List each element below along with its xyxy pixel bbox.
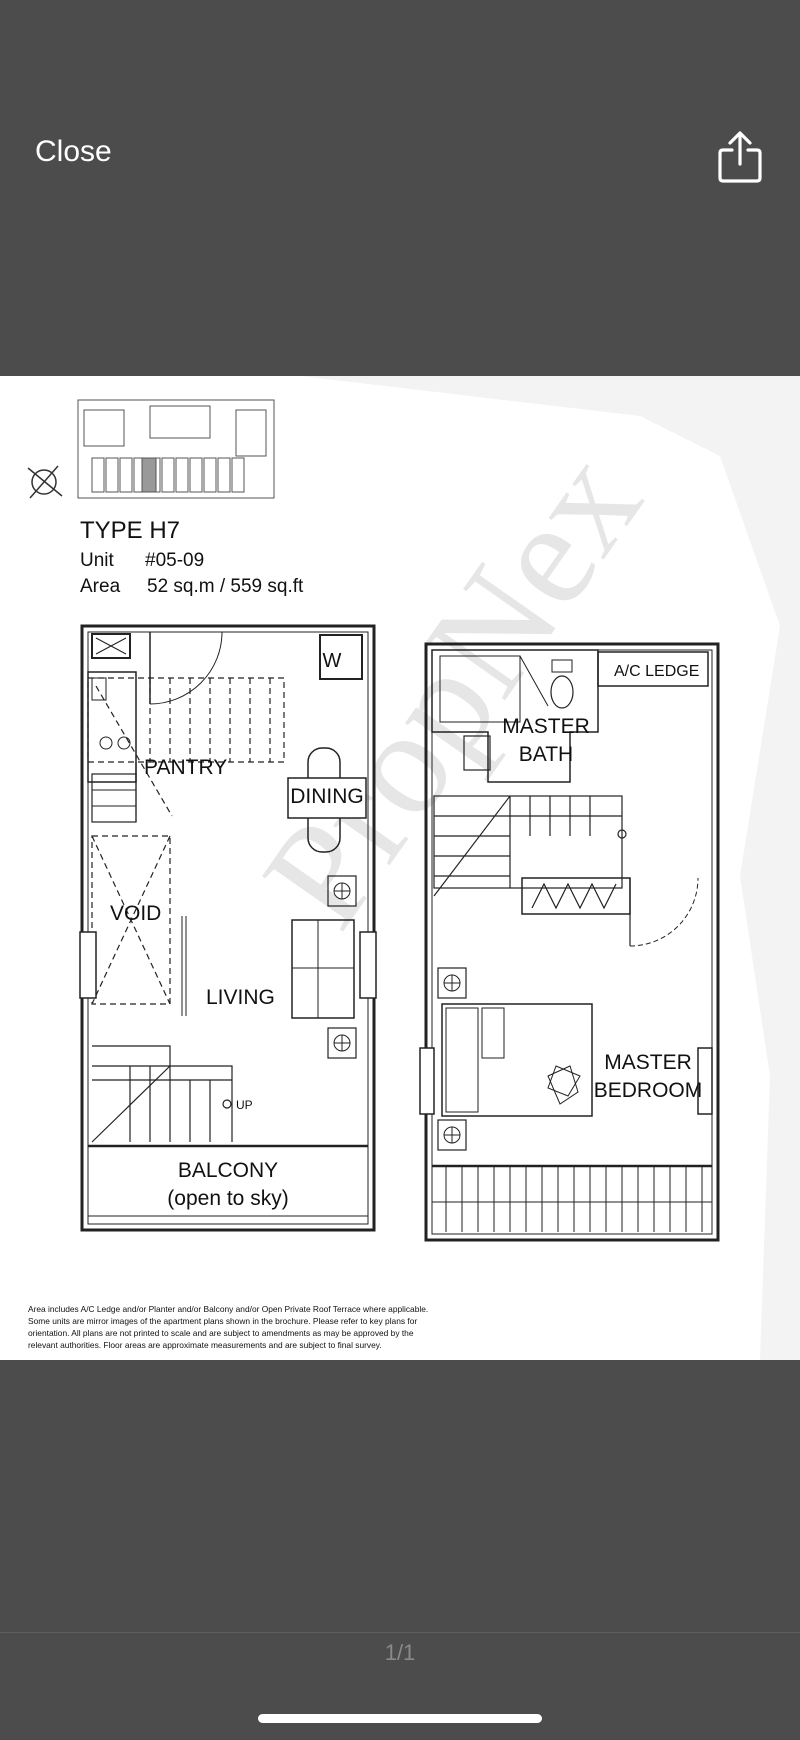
page-indicator: 1/1 xyxy=(384,1640,416,1665)
home-indicator[interactable] xyxy=(258,1714,542,1723)
room-label-pantry: PANTRY xyxy=(144,756,227,779)
unit-label: Unit xyxy=(80,550,115,571)
room-label-master-bath-line1: MASTER xyxy=(502,715,590,738)
footer-divider xyxy=(0,1632,800,1633)
area-label: Area xyxy=(80,576,121,597)
disclaimer: Area includes A/C Ledge and/or Planter a… xyxy=(28,1304,428,1350)
area-value: 52 sq.m / 559 sq.ft xyxy=(147,576,304,597)
balcony-note: (open to sky) xyxy=(167,1187,288,1210)
lower-floor-plan xyxy=(79,624,377,1232)
disclaimer-line: Area includes A/C Ledge and/or Planter a… xyxy=(28,1304,428,1314)
stair-up-label: UP xyxy=(236,1098,253,1112)
watermark: PropNex xyxy=(231,423,673,955)
north-arrow-icon xyxy=(27,465,63,499)
room-label-ac-ledge: A/C LEDGE xyxy=(614,663,699,680)
room-label-balcony: BALCONY xyxy=(178,1159,278,1182)
room-label-master-bedroom-line2: BEDROOM xyxy=(594,1079,703,1102)
disclaimer-line: Some units are mirror images of the apar… xyxy=(28,1316,417,1326)
plan-type-title: TYPE H7 xyxy=(80,517,180,544)
room-label-w: W xyxy=(323,650,342,672)
room-label-void: VOID xyxy=(110,902,161,925)
upper-floor-plan xyxy=(419,642,720,1242)
disclaimer-line: relevant authorities. Floor areas are ap… xyxy=(28,1340,382,1350)
share-icon[interactable] xyxy=(715,130,765,184)
scan-shade xyxy=(300,376,800,1360)
key-plan-thumbnail xyxy=(77,399,275,499)
room-label-living: LIVING xyxy=(206,986,275,1009)
viewer-footer xyxy=(0,1360,800,1740)
disclaimer-line: orientation. All plans are not printed t… xyxy=(28,1328,414,1338)
room-label-master-bath-line2: BATH xyxy=(519,743,573,766)
unit-value: #05-09 xyxy=(145,550,204,571)
close-button[interactable]: Close xyxy=(35,135,112,168)
viewer-header: Close xyxy=(0,0,800,376)
room-label-master-bedroom-line1: MASTER xyxy=(604,1051,692,1074)
floor-plan-document[interactable]: TYPE H7 Unit #05-09 Area 52 sq.m / 559 s… xyxy=(0,376,800,1360)
room-label-dining: DINING xyxy=(290,785,364,808)
